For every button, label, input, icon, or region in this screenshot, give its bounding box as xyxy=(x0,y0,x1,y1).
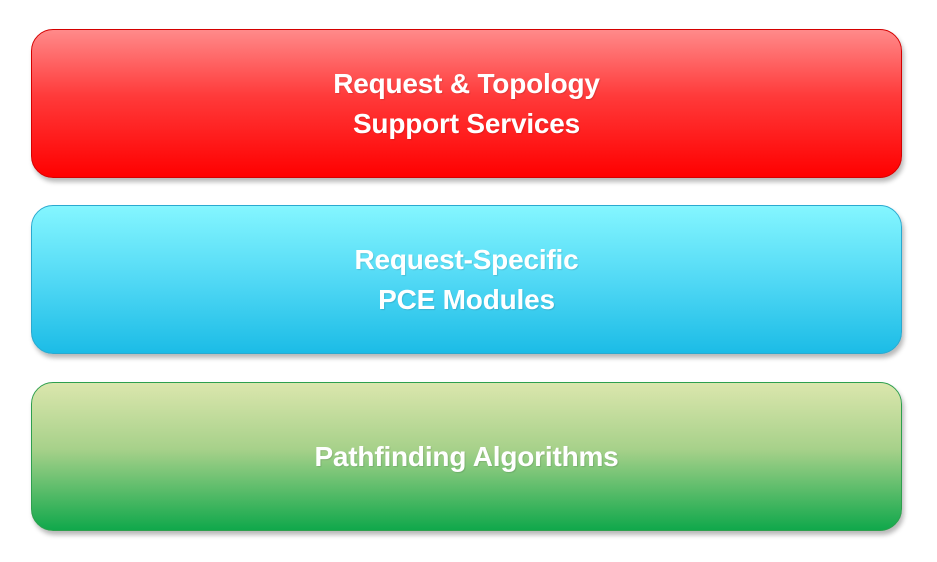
layer-request-topology-support-services: Request & Topology Support Services xyxy=(31,29,902,178)
layer-label: Request-Specific PCE Modules xyxy=(355,240,579,320)
layer-label: Pathfinding Algorithms xyxy=(314,437,618,477)
layer-label-line-1: Request & Topology xyxy=(333,67,600,99)
layer-label-line-1: Request-Specific xyxy=(354,243,579,275)
layer-label-line-2: Support Services xyxy=(352,107,581,139)
layer-pathfinding-algorithms: Pathfinding Algorithms xyxy=(31,382,902,531)
layer-label: Request & Topology Support Services xyxy=(333,64,600,144)
layer-request-specific-pce-modules: Request-Specific PCE Modules xyxy=(31,205,902,354)
layer-label-line-2: PCE Modules xyxy=(378,283,555,315)
layer-label-line-1: Pathfinding Algorithms xyxy=(314,440,619,472)
